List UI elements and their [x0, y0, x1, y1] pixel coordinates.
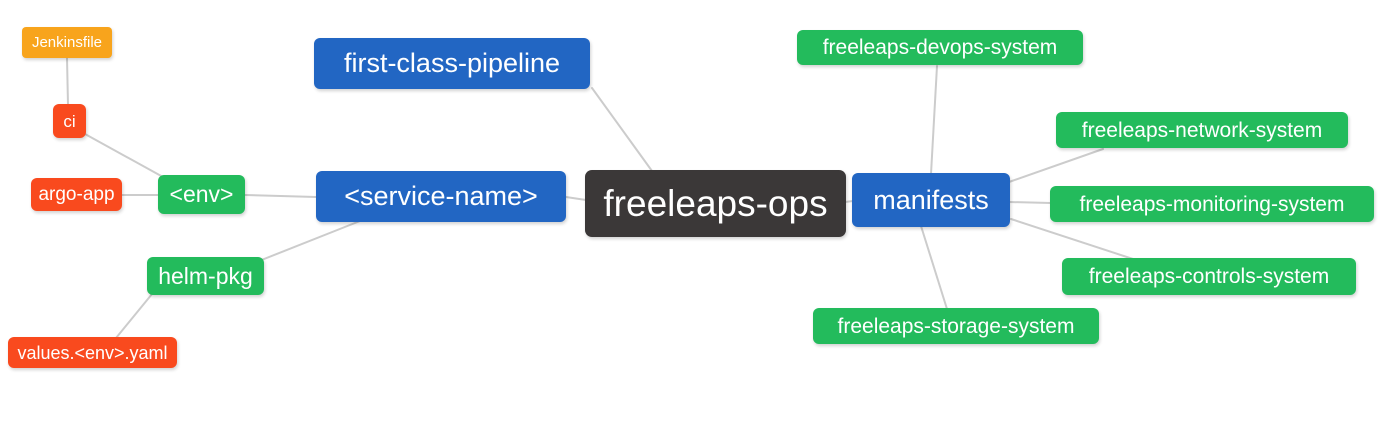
edge-manifests-devops-system	[930, 65, 938, 175]
node-freeleaps-storage-system[interactable]: freeleaps-storage-system	[813, 308, 1099, 344]
edge-manifests-controls-system	[1010, 218, 1134, 260]
node-service-name[interactable]: <service-name>	[316, 171, 566, 222]
node-label: first-class-pipeline	[343, 48, 561, 78]
node-label: ci	[63, 111, 76, 131]
node-label: helm-pkg	[158, 262, 253, 289]
node-ci[interactable]: ci	[53, 104, 86, 138]
node-argo-app[interactable]: argo-app	[31, 178, 122, 211]
node-jenkinsfile[interactable]: Jenkinsfile	[22, 27, 112, 58]
node-first-class-pipeline[interactable]: first-class-pipeline	[314, 38, 590, 89]
node-freeleaps-network-system[interactable]: freeleaps-network-system	[1056, 112, 1348, 148]
node-label: values.<env>.yaml	[17, 342, 168, 363]
node-label: freeleaps-network-system	[1081, 118, 1323, 142]
node-helm-pkg[interactable]: helm-pkg	[147, 257, 264, 295]
node-label: manifests	[873, 184, 989, 215]
node-label: freeleaps-monitoring-system	[1079, 192, 1345, 216]
node-values-env-yaml[interactable]: values.<env>.yaml	[8, 337, 177, 368]
edge-helm-pkg-values	[115, 293, 153, 339]
node-label: freeleaps-controls-system	[1088, 265, 1330, 288]
edge-jenkinsfile-ci	[66, 57, 69, 106]
node-label: <env>	[169, 181, 234, 207]
node-label: freeleaps-storage-system	[837, 314, 1075, 338]
node-freeleaps-monitoring-system[interactable]: freeleaps-monitoring-system	[1050, 186, 1374, 222]
node-freeleaps-devops-system[interactable]: freeleaps-devops-system	[797, 30, 1083, 65]
node-label: <service-name>	[344, 181, 538, 211]
edge-manifests-monitoring-system	[1008, 201, 1052, 204]
edge-ci-env	[84, 133, 164, 178]
edge-freeleaps-ops-manifests	[844, 200, 854, 203]
node-label: freeleaps-devops-system	[822, 36, 1058, 59]
edge-service-name-helm-pkg	[258, 220, 361, 262]
edge-env-service-name	[244, 194, 317, 198]
edge-pipeline-freeleaps-ops	[591, 87, 653, 172]
node-freeleaps-controls-system[interactable]: freeleaps-controls-system	[1062, 258, 1356, 295]
node-freeleaps-ops-root[interactable]: freeleaps-ops	[585, 170, 846, 237]
edge-manifests-storage-system	[920, 225, 948, 310]
edge-manifests-network-system	[1008, 148, 1104, 183]
node-env[interactable]: <env>	[158, 175, 245, 214]
edge-service-name-freeleaps-ops	[565, 196, 587, 201]
node-label: argo-app	[38, 184, 115, 205]
node-label: Jenkinsfile	[31, 34, 103, 51]
node-manifests[interactable]: manifests	[852, 173, 1010, 227]
node-label: freeleaps-ops	[603, 183, 828, 224]
